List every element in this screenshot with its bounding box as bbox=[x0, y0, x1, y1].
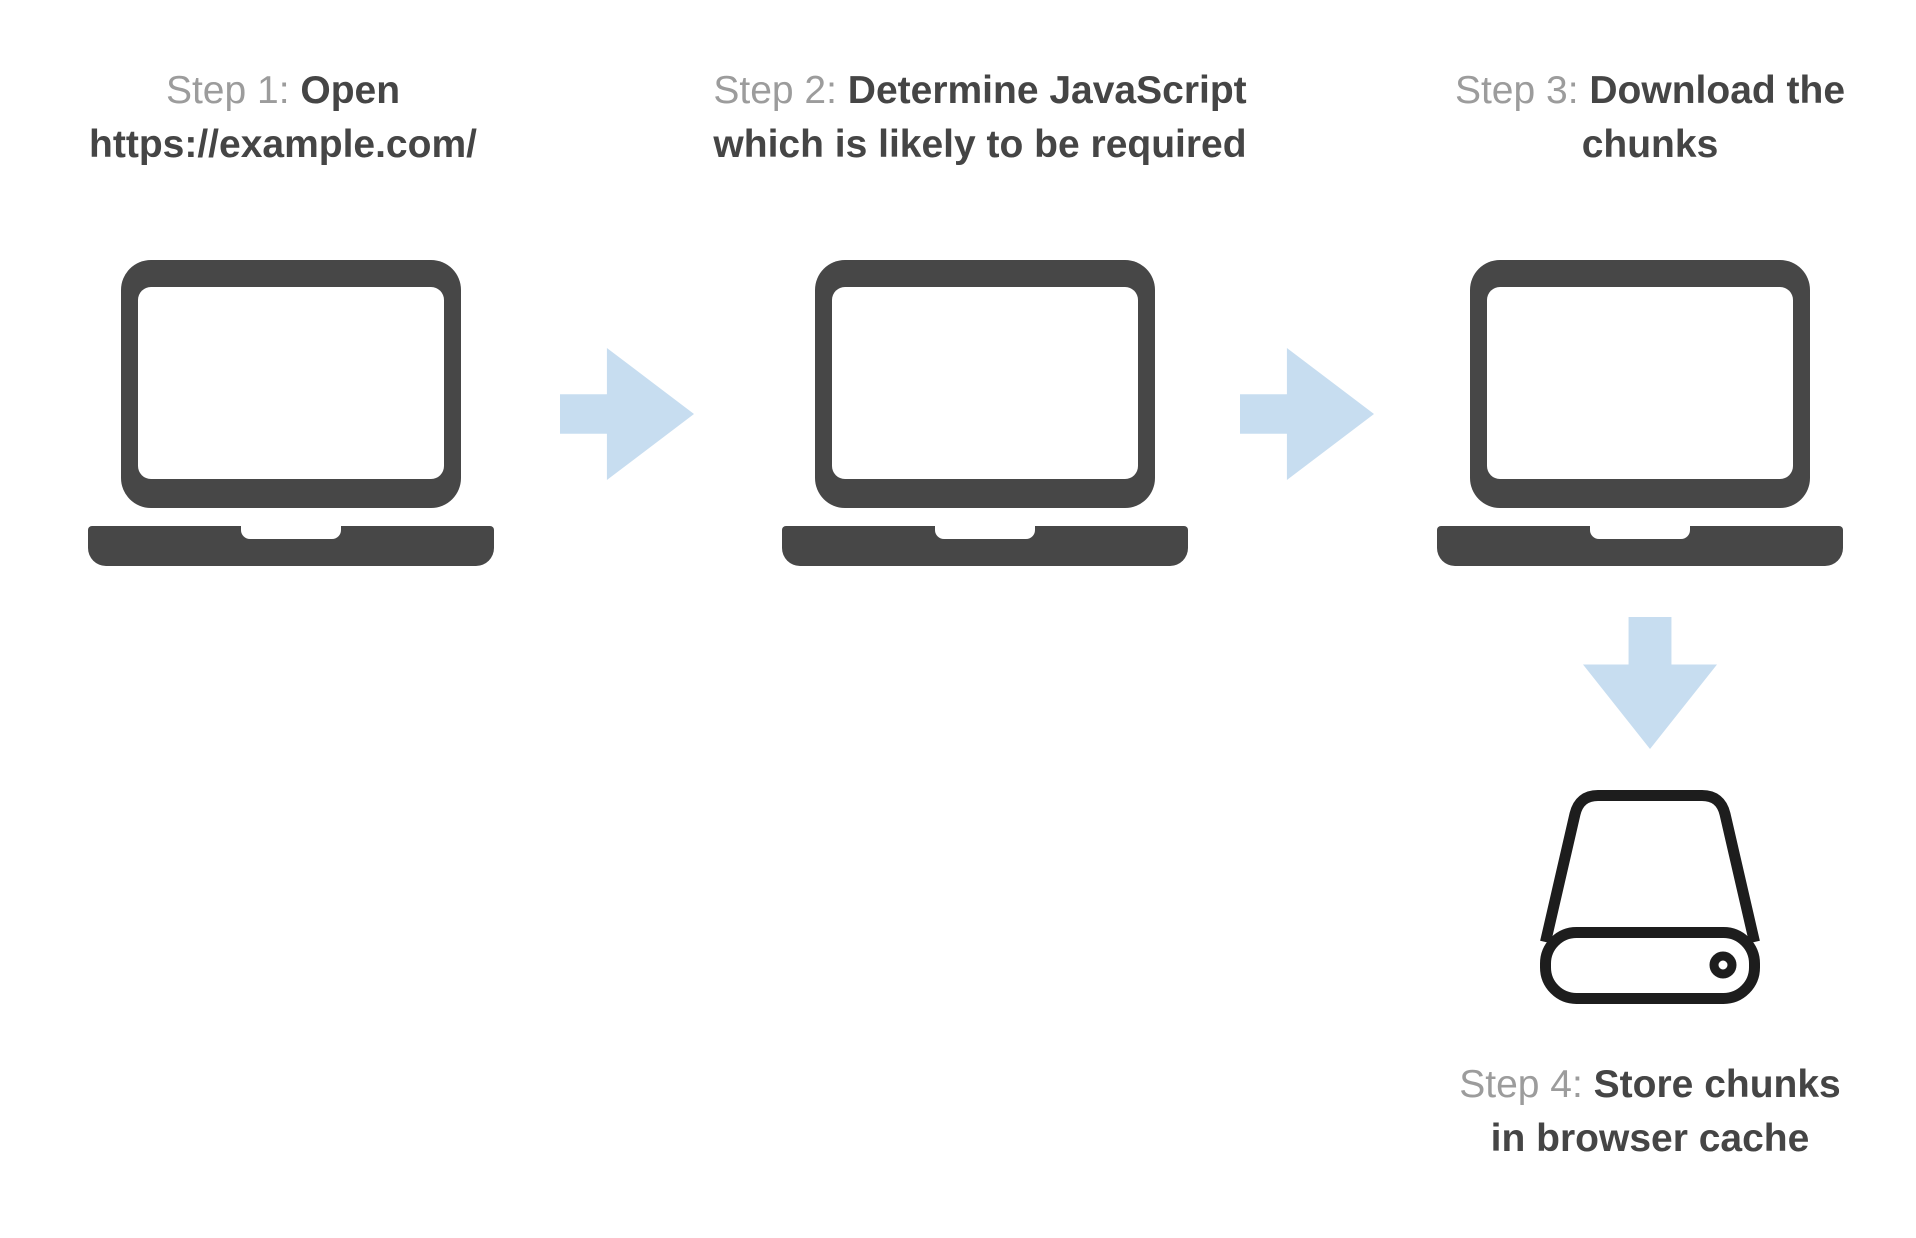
step-1-line-2: https://example.com/ bbox=[89, 123, 477, 166]
laptop-lid bbox=[121, 260, 461, 508]
laptop-base bbox=[1437, 526, 1843, 566]
step-1-prefix: Step 1: bbox=[165, 69, 290, 112]
laptop-notch bbox=[241, 526, 341, 539]
step-2-label: Step 2: Determine JavaScript which is li… bbox=[660, 64, 1300, 172]
laptop-screen bbox=[1487, 287, 1793, 479]
step-4-line-1: Step 4: Store chunks bbox=[1330, 1058, 1916, 1112]
step-4-label: Step 4: Store chunks in browser cache bbox=[1330, 1058, 1916, 1166]
drive-base bbox=[1540, 927, 1760, 1004]
step-3-prefix: Step 3: bbox=[1454, 69, 1579, 112]
step-4-line-2: in browser cache bbox=[1490, 1117, 1810, 1160]
step-1-line-1: Step 1: Open bbox=[0, 64, 603, 118]
laptop-screen bbox=[832, 287, 1138, 479]
step-1-label: Step 1: Open https://example.com/ bbox=[0, 64, 603, 172]
arrow-down-icon bbox=[1583, 617, 1717, 749]
laptop-lid bbox=[815, 260, 1155, 508]
drive-body bbox=[1540, 790, 1760, 944]
laptop-screen bbox=[138, 287, 444, 479]
arrow-right-icon bbox=[1240, 348, 1374, 480]
laptop-icon bbox=[782, 260, 1188, 566]
step-3-label: Step 3: Download the chunks bbox=[1330, 64, 1916, 172]
step-4-title: Store chunks bbox=[1593, 1063, 1841, 1106]
step-3-line-1: Step 3: Download the bbox=[1330, 64, 1916, 118]
step-3-title: Download the bbox=[1589, 69, 1846, 112]
step-1-title: Open bbox=[300, 69, 401, 112]
laptop-notch bbox=[935, 526, 1035, 539]
step-2-line-1: Step 2: Determine JavaScript bbox=[660, 64, 1300, 118]
drive-led bbox=[1709, 951, 1737, 979]
arrow-right-icon bbox=[560, 348, 694, 480]
laptop-base bbox=[88, 526, 494, 566]
step-2-title: Determine JavaScript bbox=[847, 69, 1247, 112]
step-3-line-2: chunks bbox=[1581, 123, 1719, 166]
laptop-icon bbox=[1437, 260, 1843, 566]
laptop-notch bbox=[1590, 526, 1690, 539]
laptop-base bbox=[782, 526, 1188, 566]
hard-drive-icon bbox=[1540, 790, 1760, 1004]
laptop-lid bbox=[1470, 260, 1810, 508]
step-2-line-2: which is likely to be required bbox=[713, 123, 1247, 166]
step-4-prefix: Step 4: bbox=[1459, 1063, 1583, 1106]
laptop-icon bbox=[88, 260, 494, 566]
step-2-prefix: Step 2: bbox=[713, 69, 837, 112]
